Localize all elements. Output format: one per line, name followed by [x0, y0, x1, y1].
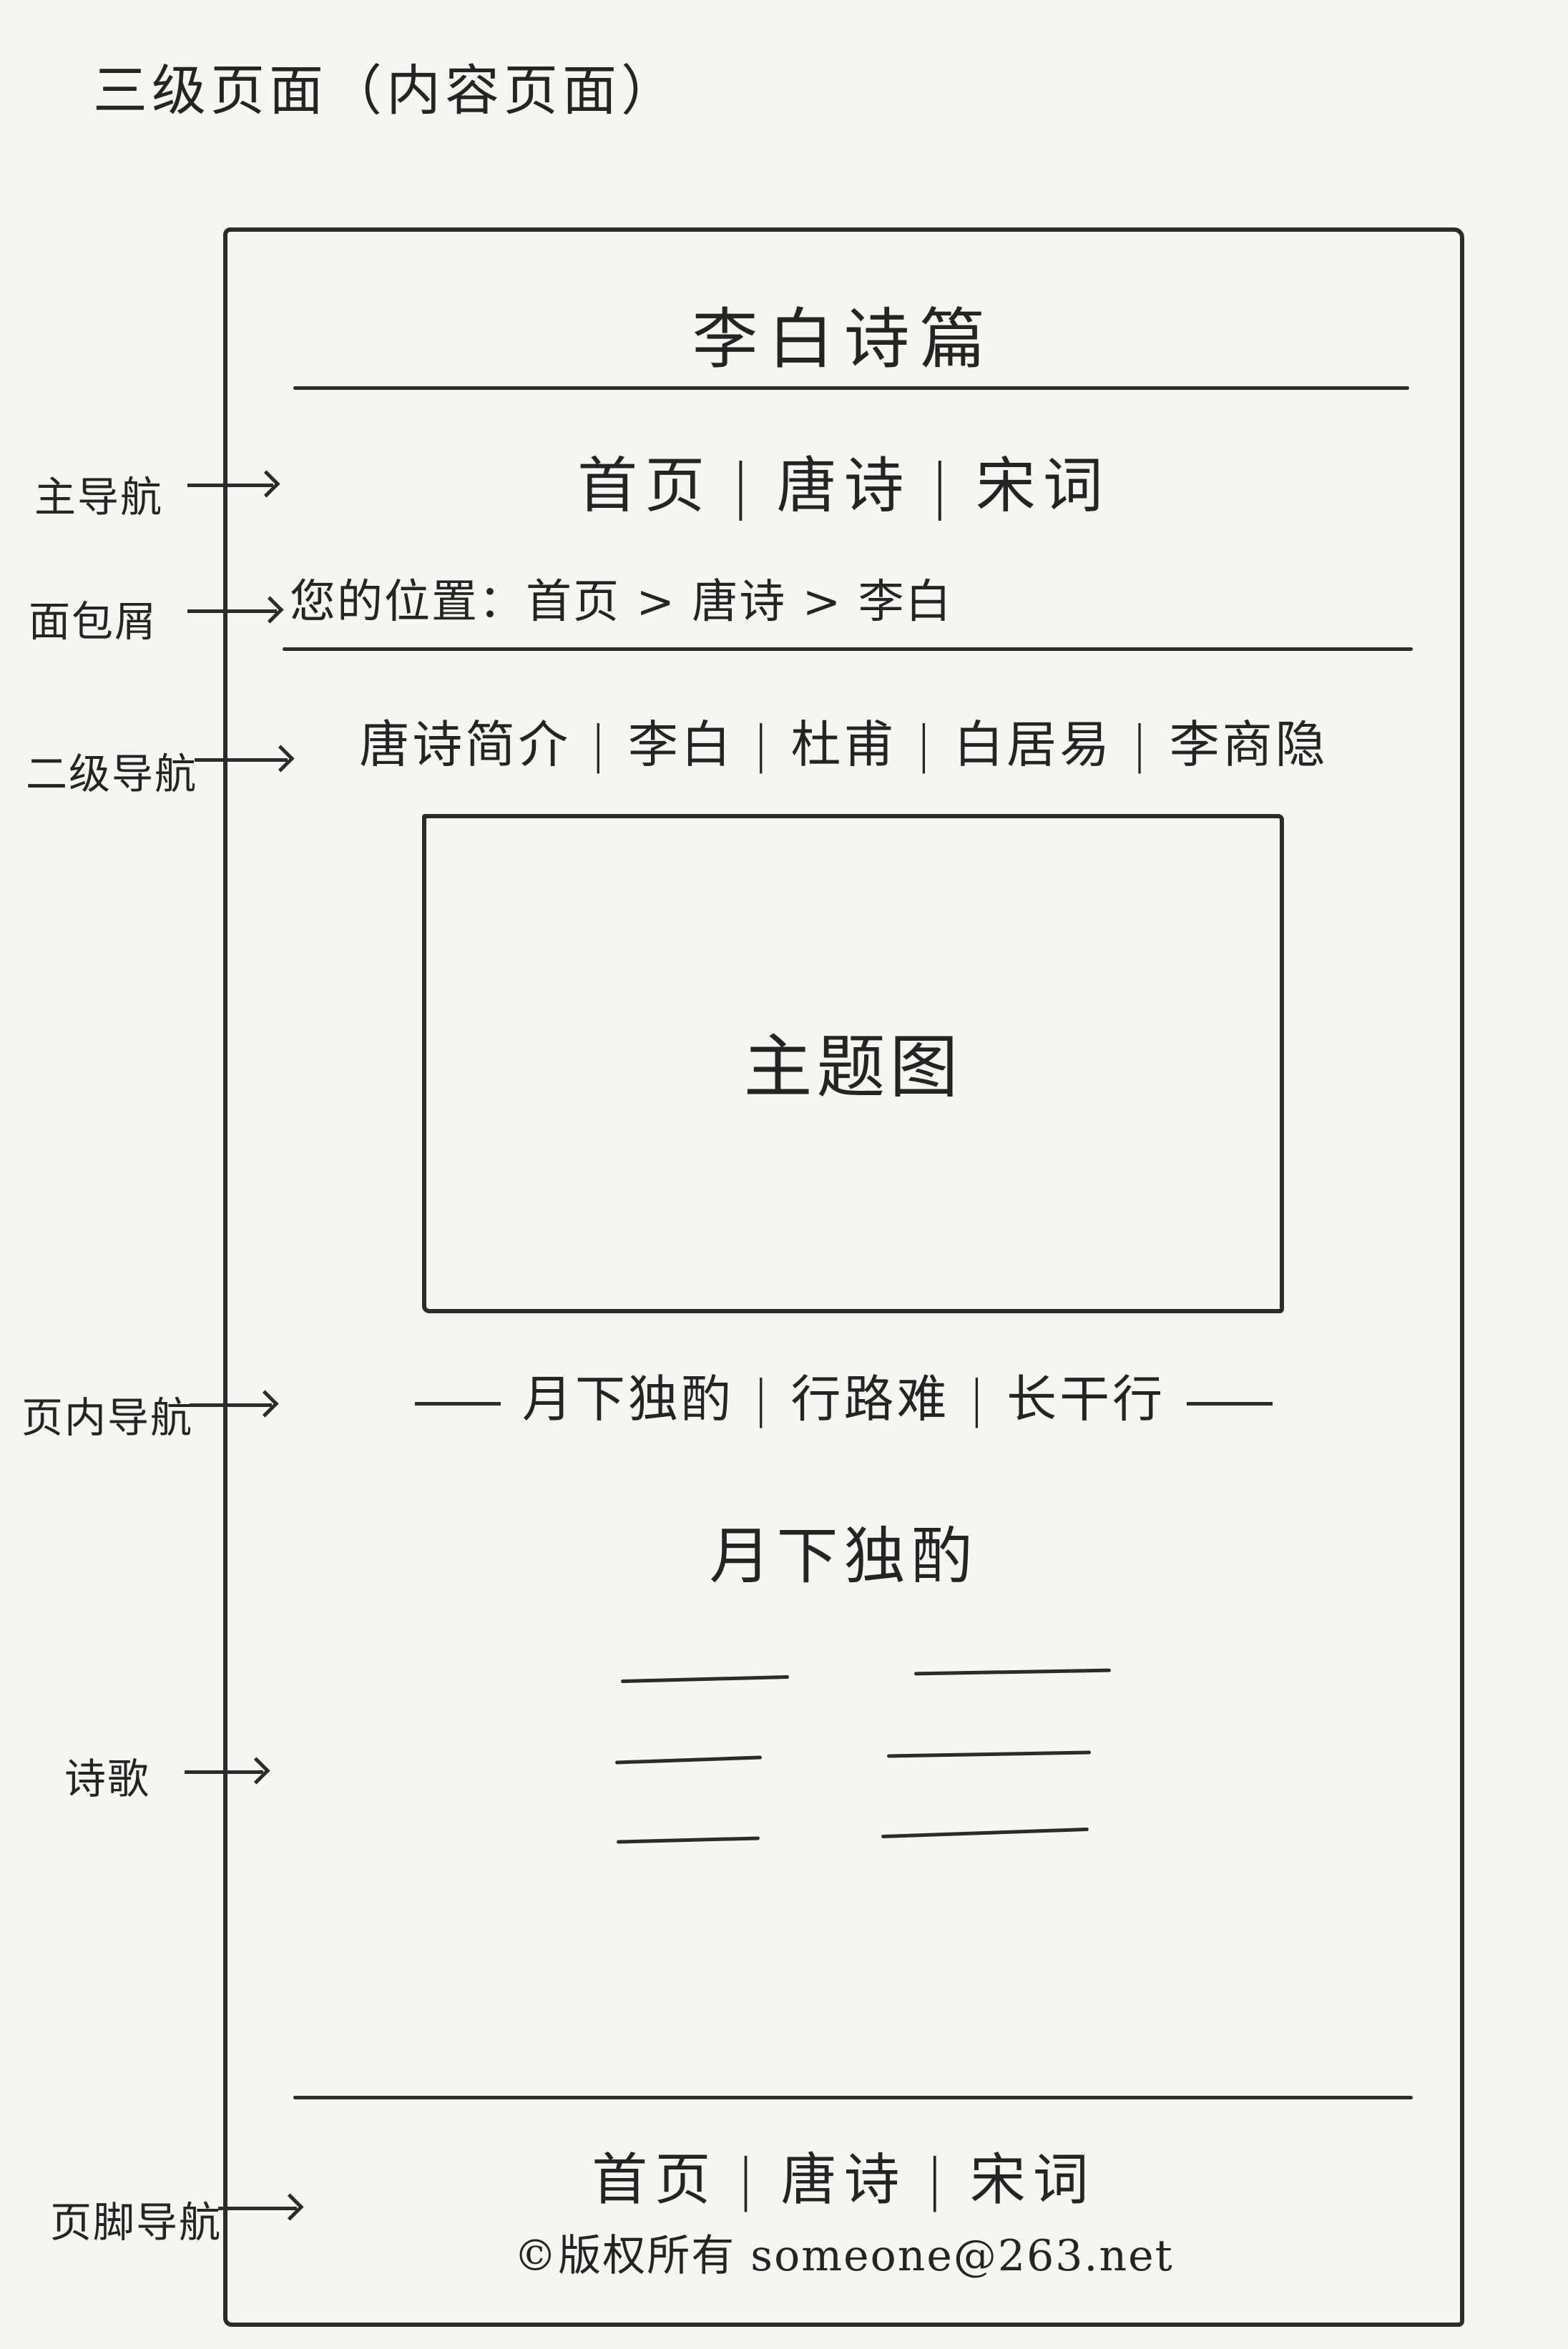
- poem-title: 月下独酌: [709, 1521, 979, 1592]
- sub-nav-item-li-shangyin[interactable]: 李商隐: [1169, 715, 1328, 774]
- arrow-main-nav: [187, 484, 273, 487]
- sub-nav-item-bai-juyi[interactable]: 白居易: [954, 715, 1113, 774]
- sub-nav-item-du-fu[interactable]: 杜甫: [790, 715, 897, 774]
- hero-image-label: 主题图: [743, 1027, 963, 1107]
- footer-nav-item-home[interactable]: 首页: [592, 2148, 718, 2212]
- in-page-nav-item-changgan[interactable]: 长干行: [1006, 1370, 1166, 1428]
- arrow-in-page-nav: [190, 1403, 272, 1407]
- main-nav: 首页 | 唐诗 | 宋词: [223, 438, 1464, 524]
- annotation-breadcrumb: 面包屑: [29, 597, 158, 646]
- hero-image-placeholder: 主题图: [422, 814, 1284, 1313]
- nav-separator: |: [925, 2148, 951, 2212]
- footer-nav-item-tang-poetry[interactable]: 唐诗: [780, 2148, 907, 2212]
- sub-nav-item-li-bai[interactable]: 李白: [627, 715, 734, 774]
- sub-nav-item-tang-intro[interactable]: 唐诗简介: [359, 715, 572, 774]
- sub-nav: 唐诗简介 | 李白 | 杜甫 | 白居易 | 李商隐: [223, 705, 1464, 777]
- in-page-nav-item-hard-road[interactable]: 行路难: [790, 1370, 950, 1428]
- annotation-footer-nav: 页脚导航: [50, 2198, 222, 2247]
- nav-separator: |: [929, 451, 957, 521]
- page-heading: 三级页面（内容页面）: [93, 59, 680, 122]
- in-page-nav-item-moon[interactable]: 月下独酌: [521, 1370, 734, 1428]
- footer-nav: 首页 | 唐诗 | 宋词: [223, 2135, 1464, 2215]
- page-wireframe-frame: [223, 227, 1464, 2327]
- annotation-poem: 诗歌: [64, 1755, 151, 1803]
- nav-separator: |: [752, 1370, 773, 1428]
- nav-separator: |: [736, 2148, 763, 2212]
- nav-dash-left: [414, 1401, 501, 1406]
- nav-dash-right: [1187, 1401, 1273, 1406]
- footer-divider: [293, 2096, 1413, 2099]
- site-title: 李白诗篇: [692, 301, 996, 378]
- annotation-in-page-nav: 页内导航: [21, 1393, 194, 1442]
- nav-separator: |: [968, 1370, 989, 1428]
- nav-separator: |: [752, 715, 773, 774]
- arrow-footer-nav: [218, 2207, 297, 2210]
- main-nav-item-song-ci[interactable]: 宋词: [975, 451, 1110, 521]
- arrow-sub-nav: [195, 758, 288, 762]
- in-page-nav: 月下独酌 | 行路难 | 长干行: [223, 1359, 1464, 1431]
- nav-separator: |: [730, 451, 758, 521]
- copyright-text: ©版权所有 someone@263.net: [514, 2231, 1174, 2281]
- nav-separator: |: [589, 715, 609, 774]
- breadcrumb[interactable]: 您的位置：首页 > 唐诗 > 李白: [290, 576, 953, 629]
- annotation-sub-nav: 二级导航: [26, 750, 198, 798]
- nav-separator: |: [1131, 715, 1151, 774]
- footer-nav-item-song-ci[interactable]: 宋词: [969, 2148, 1096, 2212]
- nav-separator: |: [915, 715, 936, 774]
- main-nav-item-home[interactable]: 首页: [577, 451, 712, 521]
- breadcrumb-divider: [283, 647, 1413, 651]
- main-nav-item-tang-poetry[interactable]: 唐诗: [776, 451, 911, 521]
- annotation-main-nav: 主导航: [34, 473, 164, 521]
- arrow-poem: [185, 1770, 263, 1774]
- title-divider: [293, 386, 1409, 390]
- arrow-breadcrumb: [187, 609, 277, 613]
